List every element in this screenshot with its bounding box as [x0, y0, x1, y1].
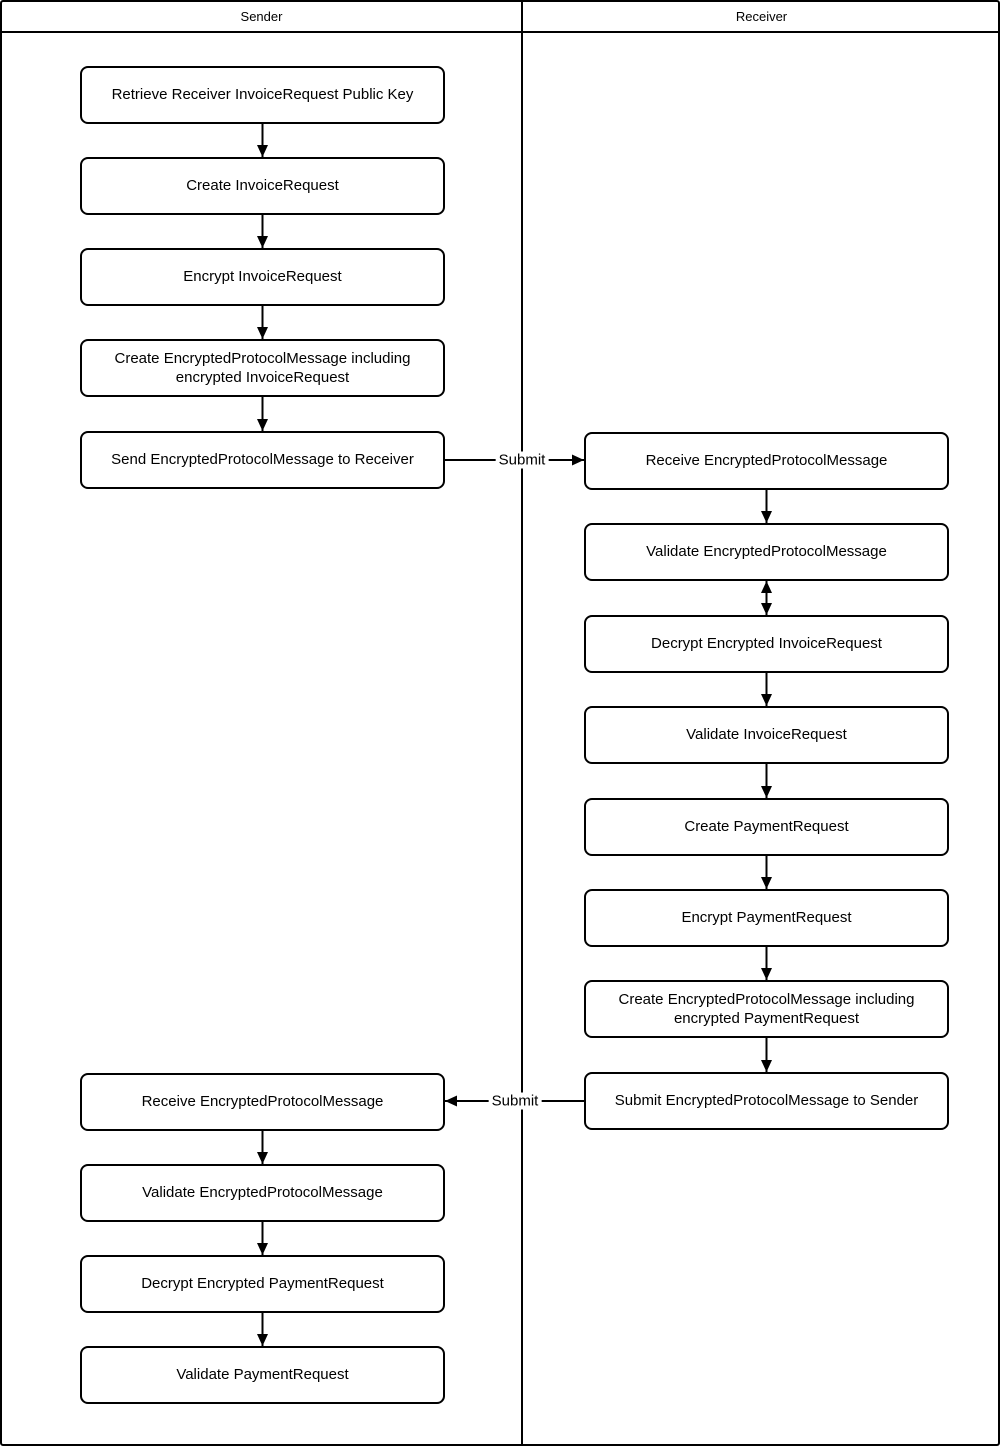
node-create-encryptedprotocolmessage-invoicerequest: Create EncryptedProtocolMessage includin… [80, 339, 445, 397]
node-retrieve-receiver-invoicerequest-public-key: Retrieve Receiver InvoiceRequest Public … [80, 66, 445, 124]
header-separator-line [2, 31, 998, 33]
node-send-encryptedprotocolmessage-to-receiver: Send EncryptedProtocolMessage to Receive… [80, 431, 445, 489]
node-create-paymentrequest: Create PaymentRequest [584, 798, 949, 856]
submit-label-bottom: Submit [488, 1092, 542, 1110]
node-submit-encryptedprotocolmessage-to-sender: Submit EncryptedProtocolMessage to Sende… [584, 1072, 949, 1130]
node-create-encryptedprotocolmessage-paymentrequest: Create EncryptedProtocolMessage includin… [584, 980, 949, 1038]
node-validate-paymentrequest: Validate PaymentRequest [80, 1346, 445, 1404]
node-receiver-receive-encryptedprotocolmessage: Receive EncryptedProtocolMessage [584, 432, 949, 490]
node-receiver-validate-encryptedprotocolmessage: Validate EncryptedProtocolMessage [584, 523, 949, 581]
node-validate-invoicerequest: Validate InvoiceRequest [584, 706, 949, 764]
lane-header-sender: Sender [240, 9, 283, 24]
lane-divider [521, 2, 523, 1444]
node-sender-receive-encryptedprotocolmessage: Receive EncryptedProtocolMessage [80, 1073, 445, 1131]
submit-label-top: Submit [495, 451, 549, 469]
lane-header-receiver: Receiver [735, 9, 788, 24]
node-encrypt-paymentrequest: Encrypt PaymentRequest [584, 889, 949, 947]
node-decrypt-encrypted-invoicerequest: Decrypt Encrypted InvoiceRequest [584, 615, 949, 673]
node-create-invoicerequest: Create InvoiceRequest [80, 157, 445, 215]
node-decrypt-encrypted-paymentrequest: Decrypt Encrypted PaymentRequest [80, 1255, 445, 1313]
node-sender-validate-encryptedprotocolmessage: Validate EncryptedProtocolMessage [80, 1164, 445, 1222]
node-encrypt-invoicerequest: Encrypt InvoiceRequest [80, 248, 445, 306]
